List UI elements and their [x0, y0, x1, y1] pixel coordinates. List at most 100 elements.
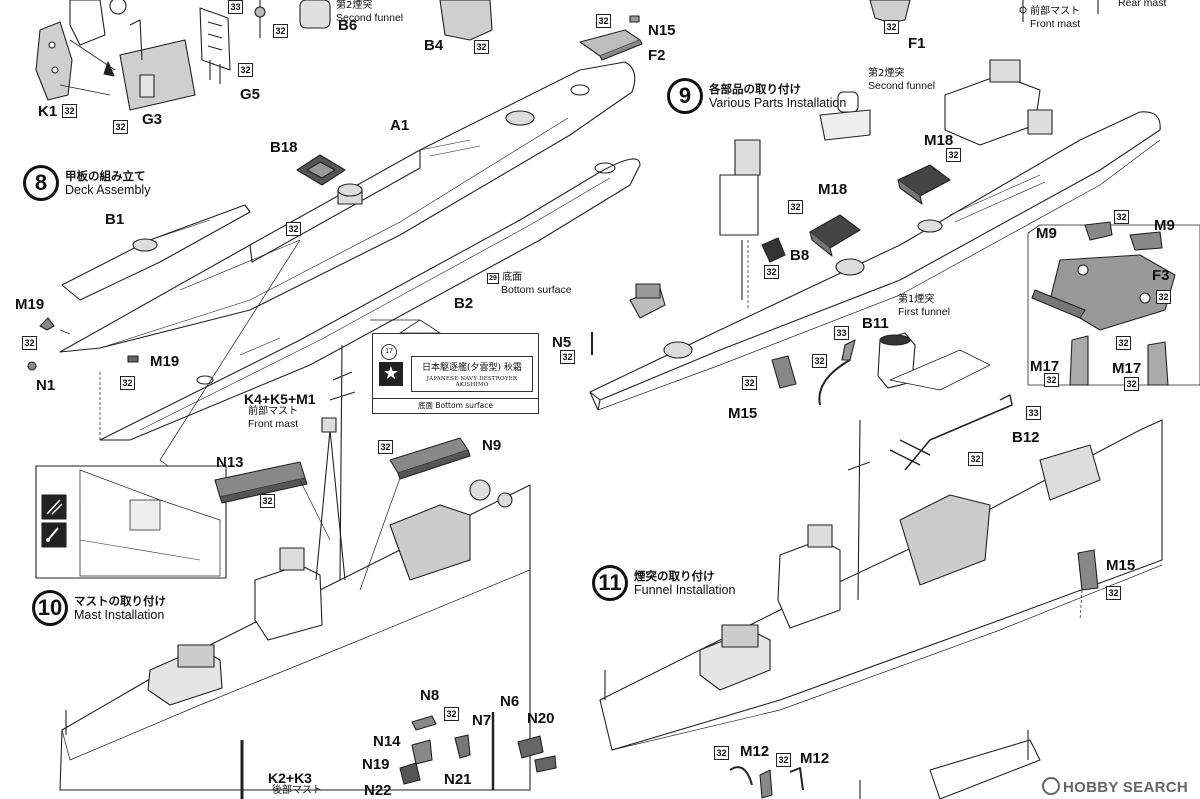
badge-32: 32	[22, 336, 37, 350]
part-f2	[579, 29, 643, 61]
bridge-s9	[719, 139, 761, 310]
deck-a1	[59, 61, 636, 353]
badge-32: 32	[286, 222, 301, 236]
badge-32: 32	[560, 350, 575, 364]
badge-32: 32	[474, 40, 489, 54]
decal-name-en: JAPANESE NAVY DESTROYER AKISHIMO	[426, 376, 518, 388]
label-n6: N6	[500, 693, 520, 710]
ship-step10	[59, 479, 531, 791]
label-b1: B1	[105, 211, 125, 228]
label-m15-b: M15	[1106, 557, 1136, 574]
badge-32: 32	[62, 104, 77, 118]
step-9-title-en: Various Parts Installation	[709, 96, 847, 110]
note-front-mast-s10: 前部マスト Front mast	[248, 406, 298, 430]
badge-32: 32	[788, 200, 803, 214]
note-rear-mast-s10: 後部マスト	[272, 785, 322, 797]
part-m18-a	[809, 214, 861, 257]
part-m15-a	[771, 355, 797, 389]
step-10-header: 10 マストの取り付け Mast Installation	[32, 590, 166, 626]
badge-32: 32	[260, 494, 275, 508]
label-n5: N5	[552, 334, 572, 351]
label-m9-b: M9	[1154, 217, 1175, 234]
step-8-title-jp: 甲板の組み立て	[65, 169, 146, 183]
badge-32: 32	[238, 63, 253, 77]
label-g3: G3	[142, 111, 163, 128]
label-m18-a: M18	[818, 181, 848, 198]
label-k1: K1	[38, 103, 58, 120]
part-b8	[761, 237, 786, 263]
step-10-title-jp: マストの取り付け	[74, 594, 166, 608]
decal-number: 17	[381, 344, 397, 360]
badge-32: 32	[812, 354, 827, 368]
badge-32: 32	[714, 746, 729, 760]
label-k2-k3: K2+K3	[268, 770, 312, 786]
inset-panel-s9	[1027, 221, 1200, 386]
step-11-number: 11	[592, 565, 628, 601]
badge-32: 32	[742, 376, 757, 390]
parts-bottom-right	[729, 730, 1041, 799]
part-n9	[389, 437, 471, 480]
badge-33: 33	[228, 0, 243, 14]
label-b6: B6	[338, 17, 358, 34]
turret-s9-bow	[629, 283, 666, 319]
label-n7: N7	[472, 712, 492, 729]
decal-bottom-label: 底面 Bottom surface	[373, 398, 538, 411]
ship-step9	[589, 111, 1161, 411]
label-n1: N1	[36, 377, 56, 394]
label-n8: N8	[420, 687, 440, 704]
label-b12: B12	[1012, 429, 1040, 446]
label-m12-b: M12	[800, 750, 830, 767]
label-k4-k5-m1: K4+K5+M1	[244, 391, 316, 407]
badge-32: 32	[1116, 336, 1131, 350]
note-text: 第2煙突	[868, 68, 905, 79]
note-text: Rear mast	[1118, 0, 1167, 9]
label-n13: N13	[216, 454, 244, 471]
badge-33: 33	[1026, 406, 1041, 420]
part-b4	[439, 0, 493, 41]
label-m17-b: M17	[1112, 360, 1142, 377]
part-n15	[629, 15, 640, 23]
badge-32: 32	[968, 452, 983, 466]
label-b8: B8	[790, 247, 810, 264]
step-11-title-jp: 煙突の取り付け	[634, 569, 715, 583]
badge-32: 32	[1044, 373, 1059, 387]
note-text: 第1煙突	[898, 294, 935, 305]
badge-32: 32	[273, 24, 288, 38]
label-b2: B2	[454, 295, 474, 312]
badge-32: 32	[764, 265, 779, 279]
label-m19-a: M19	[15, 296, 45, 313]
badge-32: 32	[596, 14, 611, 28]
badge-32: 32	[776, 753, 791, 767]
step-8-title-en: Deck Assembly	[65, 183, 151, 197]
step-10-title-en: Mast Installation	[74, 608, 165, 622]
inset-detail	[35, 465, 227, 579]
note-bottom-surface: 29 底面 Bottom surface	[487, 272, 572, 297]
badge-32: 32	[378, 440, 393, 454]
part-k1	[35, 21, 73, 101]
badge-32: 32	[1106, 586, 1121, 600]
note-text: Second funnel	[868, 80, 936, 92]
step-8-number: 8	[23, 165, 59, 201]
label-m17-a: M17	[1030, 358, 1060, 375]
label-n15: N15	[648, 22, 676, 39]
part-b6	[254, 0, 331, 38]
front-mast-top	[1019, 0, 1099, 22]
step-9-number: 9	[667, 78, 703, 114]
badge-32: 32	[120, 376, 135, 390]
part-funnel2-s9	[819, 91, 871, 141]
label-m19-b: M19	[150, 353, 180, 370]
label-n14: N14	[373, 733, 401, 750]
note-front-mast-top: 前部マスト Front mast	[1030, 6, 1080, 30]
decal-placement: 17 ★ 日本駆逐艦(夕雲型) 秋霜 JAPANESE NAVY DESTROY…	[372, 333, 539, 414]
badge-32: 32	[1124, 377, 1139, 391]
label-n20: N20	[527, 710, 555, 727]
deck-b1	[61, 204, 251, 301]
note-text: First funnel	[898, 306, 950, 318]
decal-name-jp: 日本駆逐艦(夕雲型) 秋霜	[422, 363, 522, 373]
badge-32: 32	[1156, 290, 1171, 304]
hobby-search-logo-icon	[1041, 777, 1060, 795]
part-g3	[119, 19, 196, 111]
label-m18-b: M18	[924, 132, 954, 149]
note-text: 前部マスト	[248, 406, 299, 417]
